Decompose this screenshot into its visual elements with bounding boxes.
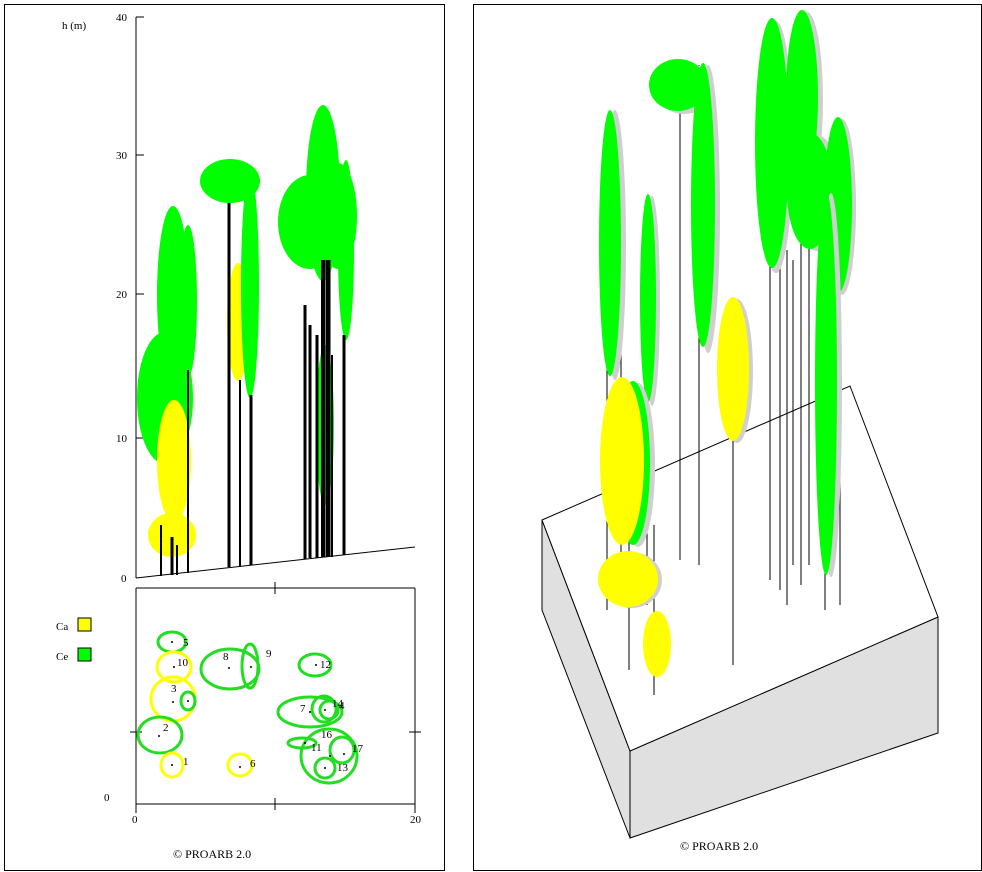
legend-label-ca: Ca bbox=[56, 621, 68, 633]
tree-number: 11 bbox=[311, 742, 322, 754]
tick-label-40: 40 bbox=[116, 12, 128, 24]
legend-swatch-ca bbox=[77, 617, 92, 632]
crown-ce bbox=[640, 194, 656, 402]
crown-ce bbox=[241, 172, 259, 398]
tree-number: 1 bbox=[183, 756, 189, 768]
crown-ca bbox=[717, 297, 749, 441]
crown-ca bbox=[157, 400, 191, 522]
tree-number: 7 bbox=[300, 703, 306, 715]
crown-ca bbox=[598, 551, 658, 607]
copyright-right: © PROARB 2.0 bbox=[680, 839, 759, 853]
profile-stems bbox=[160, 203, 346, 576]
tree-number: 14 bbox=[332, 698, 344, 710]
crown-ce bbox=[691, 63, 715, 347]
y-axis-label: h (m) bbox=[62, 20, 86, 32]
copyright-left: © PROARB 2.0 bbox=[173, 847, 252, 861]
crown-ce bbox=[338, 160, 354, 340]
tree-number: 5 bbox=[183, 637, 189, 649]
tick-label-0: 0 bbox=[121, 573, 127, 585]
three-d-drawing bbox=[541, 10, 939, 839]
tree-number: 13 bbox=[337, 762, 349, 774]
legend-swatch-ce bbox=[77, 647, 92, 662]
crown-ce bbox=[179, 225, 197, 377]
tree-number: 16 bbox=[321, 729, 333, 741]
plan-stem-dots bbox=[158, 641, 345, 769]
tick-label-10: 10 bbox=[116, 433, 128, 445]
tree-number: 2 bbox=[163, 722, 169, 734]
profile-plan-panel: h (m) 40 30 20 10 0 bbox=[4, 4, 445, 871]
tick-label-20: 20 bbox=[116, 289, 128, 301]
tree-number: 9 bbox=[266, 648, 272, 660]
three-d-panel: © PROARB 2.0 bbox=[473, 4, 982, 871]
crown-ce bbox=[599, 110, 621, 376]
crown-ca bbox=[600, 377, 644, 545]
tree-number: 12 bbox=[320, 659, 331, 671]
plan-x-tick-0: 0 bbox=[132, 814, 138, 826]
legend-label-ce: Ce bbox=[56, 651, 68, 663]
tree-number: 3 bbox=[171, 683, 177, 695]
tick-label-30: 30 bbox=[116, 150, 128, 162]
plan-y-tick-0: 0 bbox=[104, 792, 110, 804]
plan-crowns bbox=[136, 630, 359, 785]
profile-plan-drawing: h (m) 40 30 20 10 0 bbox=[56, 12, 422, 826]
crown-ca bbox=[643, 611, 671, 677]
tree-number: 10 bbox=[177, 657, 189, 669]
tree-number: 4 bbox=[339, 700, 345, 712]
tree-number: 17 bbox=[352, 743, 364, 755]
crown-ce bbox=[815, 191, 837, 575]
plan-x-tick-20: 20 bbox=[410, 814, 422, 826]
tree-number: 6 bbox=[250, 758, 256, 770]
three-d-crowns bbox=[598, 10, 856, 677]
ground-line bbox=[135, 546, 416, 579]
crown-ce bbox=[649, 59, 707, 111]
tree-number: 8 bbox=[223, 651, 229, 663]
